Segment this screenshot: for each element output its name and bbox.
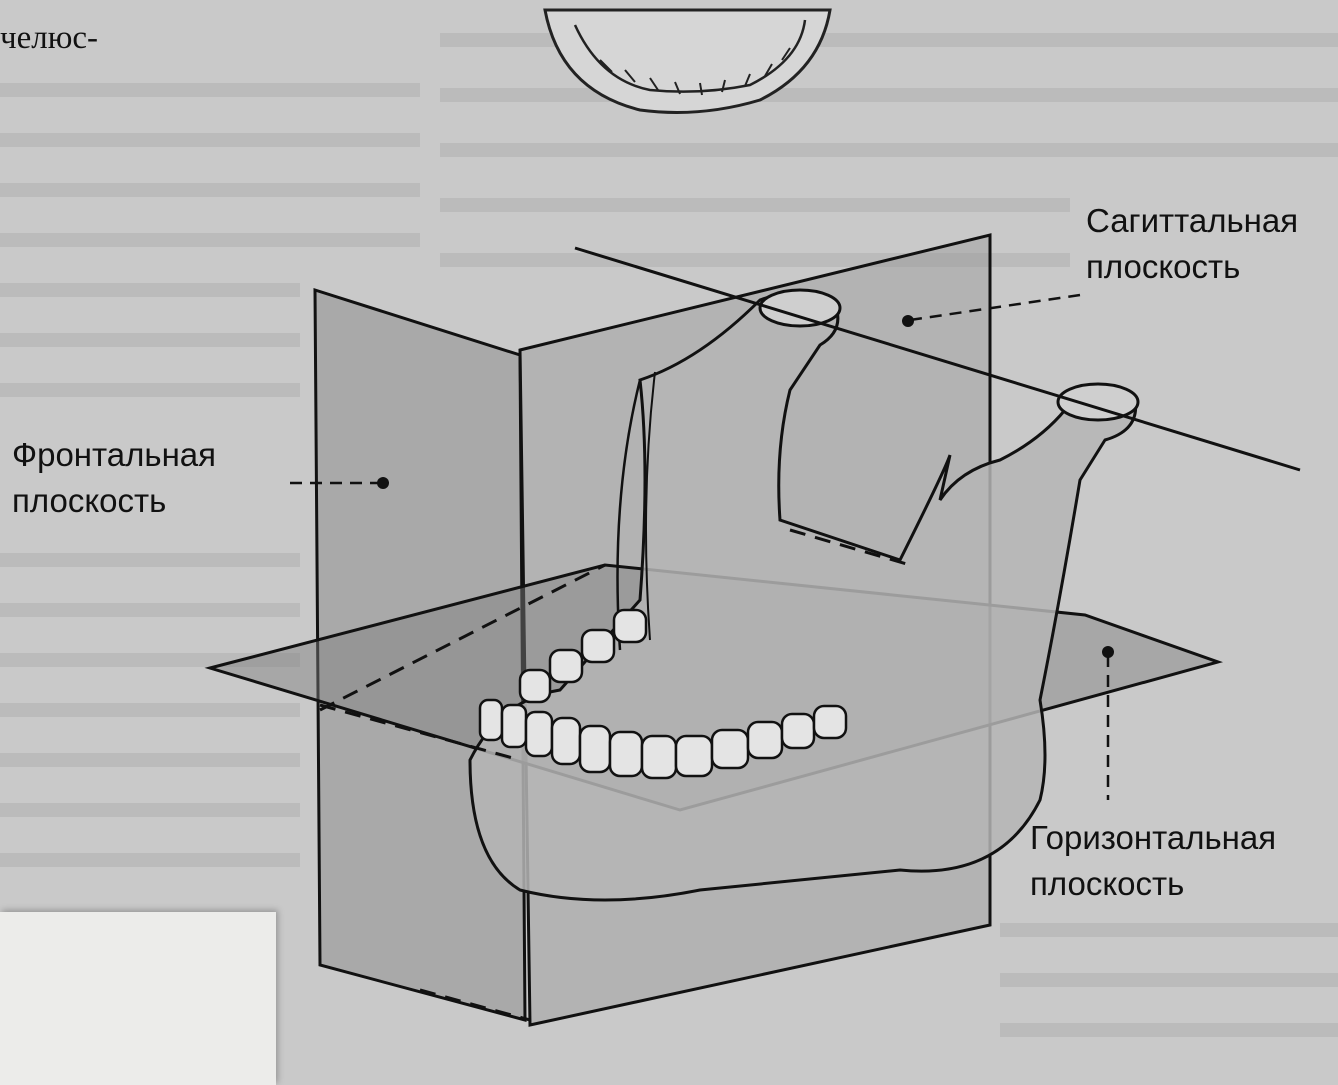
frontal-label-line1: Фронтальная (12, 432, 216, 478)
frontal-label-line2: плоскость (12, 478, 216, 524)
sagittal-plane-label: Сагиттальная плоскость (1086, 198, 1298, 290)
page-text-fragment: челюс- (0, 20, 98, 57)
horizontal-label-line1: Горизонтальная (1030, 815, 1276, 861)
sagittal-label-line2: плоскость (1086, 244, 1298, 290)
paper-sticky-note (0, 912, 276, 1085)
horizontal-plane-label: Горизонтальная плоскость (1030, 815, 1276, 907)
frontal-plane-label: Фронтальная плоскость (12, 432, 216, 524)
horizontal-label-line2: плоскость (1030, 861, 1276, 907)
sagittal-label-line1: Сагиттальная (1086, 198, 1298, 244)
